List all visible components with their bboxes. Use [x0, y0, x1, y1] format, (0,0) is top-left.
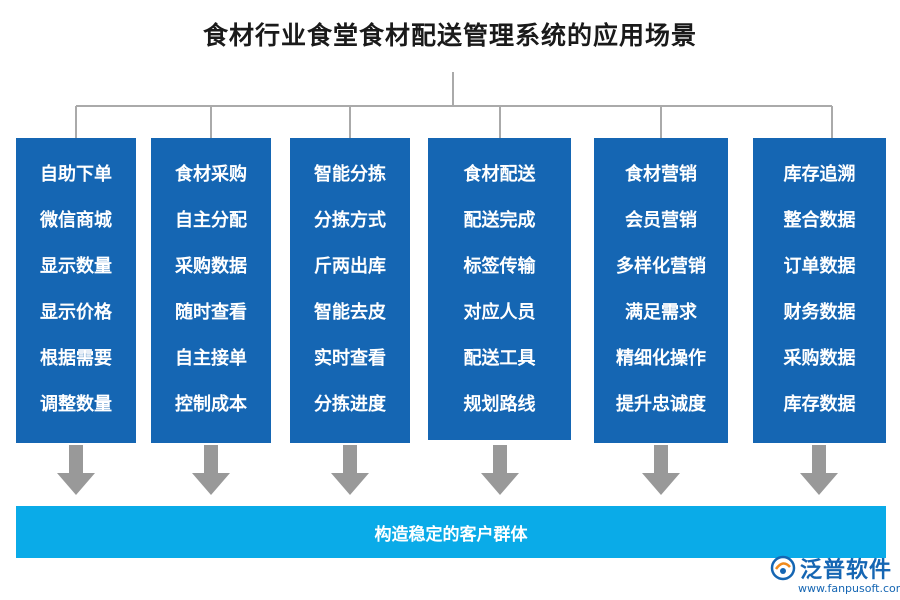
logo-icon	[770, 555, 796, 581]
arrow-down-icon	[642, 445, 680, 495]
column-5-item: 提升忠诚度	[616, 394, 706, 415]
diagram-title: 食材行业食堂食材配送管理系统的应用场景	[202, 21, 697, 50]
column-2-item: 采购数据	[175, 256, 247, 277]
column-4-item: 对应人员	[463, 302, 536, 323]
arrow-down-icon	[800, 445, 838, 495]
column-1-item: 显示数量	[40, 256, 112, 277]
arrow-down-icon	[57, 445, 95, 495]
column-2-item: 自主分配	[175, 210, 247, 231]
column-4-item: 配送完成	[463, 210, 536, 231]
column-6: 库存追溯 整合数据 订单数据 财务数据 采购数据 库存数据	[753, 138, 886, 443]
column-2: 食材采购 自主分配 采购数据 随时查看 自主接单 控制成本	[151, 138, 271, 443]
column-4-item: 配送工具	[463, 348, 536, 369]
column-6-item: 财务数据	[783, 302, 856, 323]
arrow-down-icon	[192, 445, 230, 495]
column-1-item: 根据需要	[40, 348, 112, 369]
arrow-down-icon	[481, 445, 519, 495]
result-bar: 构造稳定的客户群体	[16, 506, 886, 558]
column-4: 食材配送 配送完成 标签传输 对应人员 配送工具 规划路线	[428, 138, 571, 440]
logo-name: 泛普软件	[800, 558, 893, 583]
column-2-item: 控制成本	[175, 394, 247, 415]
column-3-item: 实时查看	[314, 348, 386, 369]
column-6-item: 采购数据	[783, 348, 856, 369]
column-2-item: 自主接单	[175, 348, 247, 369]
column-5: 食材营销 会员营销 多样化营销 满足需求 精细化操作 提升忠诚度	[594, 138, 728, 443]
arrow-down-icon	[331, 445, 369, 495]
column-6-item: 库存数据	[783, 394, 856, 415]
column-6-item: 订单数据	[783, 256, 856, 277]
column-1-item: 调整数量	[40, 394, 112, 415]
column-4-item: 规划路线	[463, 394, 536, 415]
column-6-item: 库存追溯	[783, 164, 856, 185]
column-1-item: 自助下单	[40, 164, 112, 185]
column-4-item: 标签传输	[463, 256, 536, 277]
logo-url: www.fanpusoft.com	[798, 582, 900, 595]
column-1: 自助下单 微信商城 显示数量 显示价格 根据需要 调整数量	[16, 138, 136, 443]
column-5-item: 会员营销	[625, 210, 697, 231]
column-2-item: 随时查看	[175, 302, 247, 323]
column-5-item: 精细化操作	[616, 348, 706, 369]
column-6-item: 整合数据	[783, 210, 856, 231]
column-5-item: 食材营销	[625, 164, 697, 185]
column-1-item: 显示价格	[40, 302, 112, 323]
column-3-item: 智能去皮	[314, 302, 386, 323]
column-4-item: 食材配送	[463, 164, 536, 185]
brand-logo: 泛普软件 www.fanpusoft.com	[770, 552, 900, 596]
column-3-item: 斤两出库	[314, 256, 386, 277]
column-3-item: 分拣方式	[314, 210, 386, 231]
column-3-item: 智能分拣	[314, 164, 386, 185]
result-label: 构造稳定的客户群体	[374, 524, 528, 545]
column-5-item: 多样化营销	[616, 256, 706, 277]
column-1-item: 微信商城	[40, 210, 112, 231]
column-3-item: 分拣进度	[314, 394, 386, 415]
column-3: 智能分拣 分拣方式 斤两出库 智能去皮 实时查看 分拣进度	[290, 138, 410, 443]
column-2-item: 食材采购	[175, 164, 247, 185]
column-5-item: 满足需求	[625, 302, 697, 323]
